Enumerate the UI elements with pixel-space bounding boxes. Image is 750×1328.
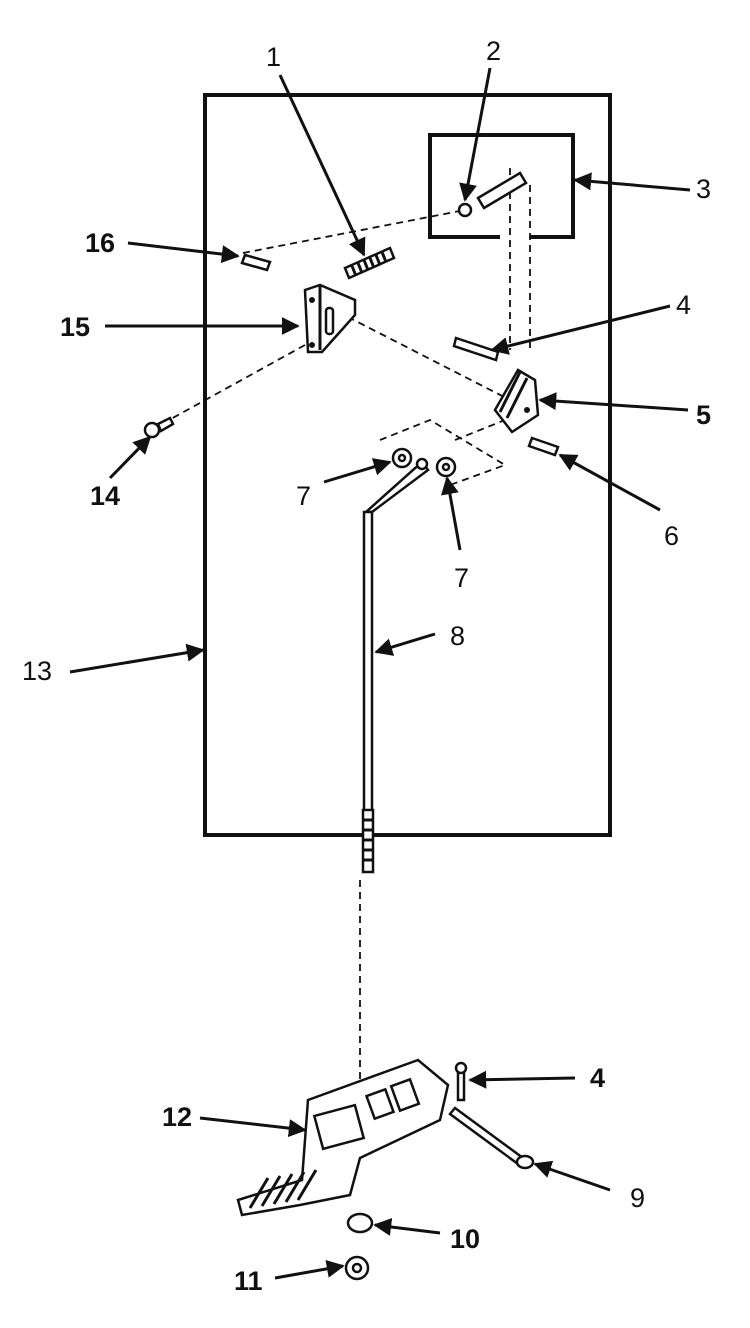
plate-bracket-15 — [303, 283, 357, 354]
callout-11: 11 — [234, 1266, 263, 1296]
nut-part-7-left — [391, 447, 413, 469]
callout-6: 6 — [664, 521, 679, 551]
leader-lines — [69, 67, 691, 1280]
callout-5: 5 — [696, 400, 711, 430]
pedal-part-12 — [236, 1058, 450, 1217]
rod-part-8 — [361, 457, 430, 874]
nut-part-11 — [344, 1255, 370, 1281]
spring-part-6 — [527, 436, 560, 457]
callout-9: 9 — [630, 1183, 645, 1213]
bolt-part-4-upper — [452, 336, 500, 362]
panel-13 — [203, 93, 612, 837]
callout-15: 15 — [60, 312, 90, 342]
callout-16: 16 — [85, 228, 115, 258]
pin-part-9 — [448, 1106, 535, 1170]
lever-bracket-5 — [493, 368, 540, 434]
callout-14: 14 — [90, 481, 120, 511]
callout-2: 2 — [486, 36, 501, 66]
bracket-3 — [428, 133, 575, 239]
callout-3: 3 — [696, 174, 711, 204]
callout-7-right: 7 — [454, 563, 469, 593]
pin-part-2 — [457, 171, 528, 218]
callout-4-lower: 4 — [590, 1063, 605, 1093]
callout-13: 13 — [22, 656, 52, 686]
callout-10: 10 — [450, 1224, 480, 1254]
callout-8: 8 — [450, 621, 465, 651]
spring-part-16 — [240, 253, 272, 272]
callout-12: 12 — [162, 1102, 192, 1132]
washer-part-10 — [346, 1212, 374, 1234]
spring-part-1 — [343, 246, 396, 280]
callout-1: 1 — [266, 42, 281, 72]
bolt-part-4-lower — [454, 1061, 468, 1102]
screw-part-14 — [143, 416, 175, 439]
nut-part-7-right — [435, 456, 457, 478]
callout-7-left: 7 — [296, 481, 311, 511]
callout-4-upper: 4 — [676, 290, 691, 320]
